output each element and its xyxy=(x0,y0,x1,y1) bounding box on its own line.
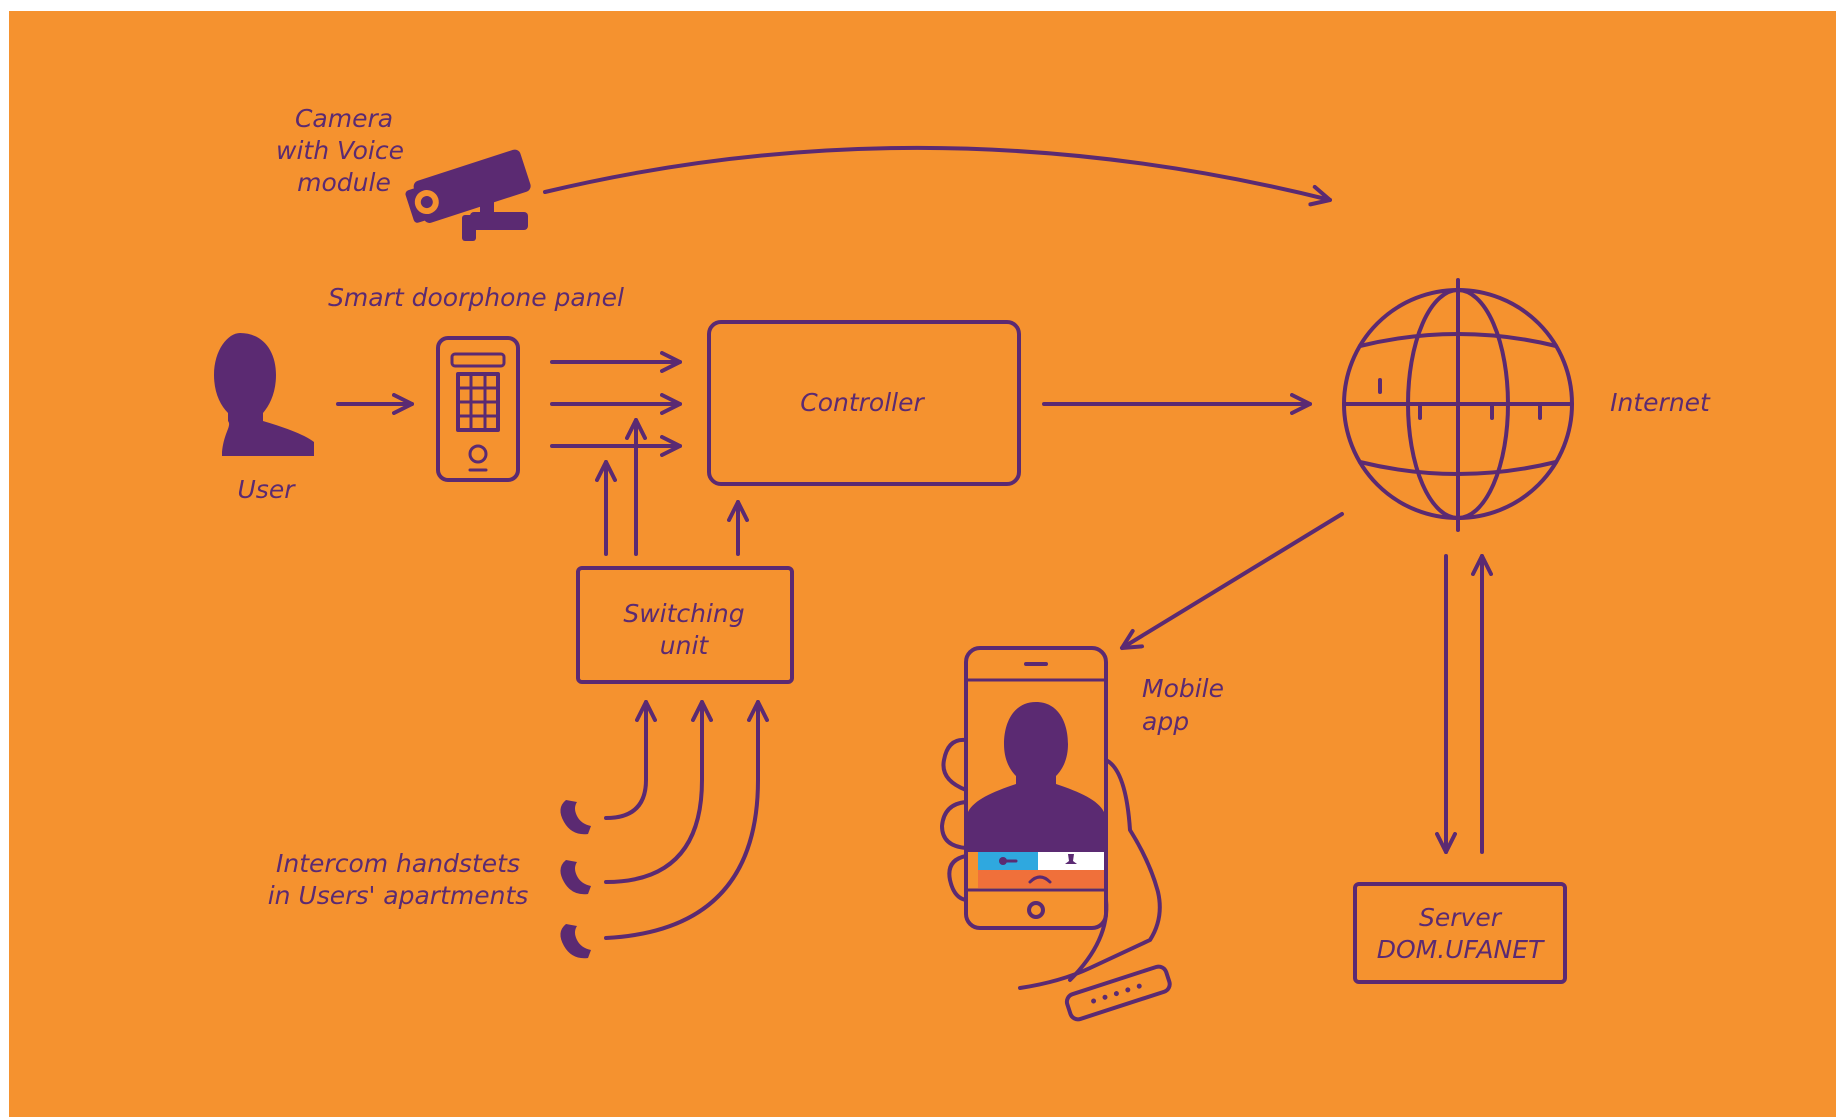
camera-label-line3: module xyxy=(297,168,391,197)
handset-curves xyxy=(604,700,769,940)
mobile-label-line1: Mobile xyxy=(1142,674,1224,703)
call-bar-orange xyxy=(978,870,1104,888)
handset-2-to-switching-arrow xyxy=(604,700,713,884)
phone-handset-icon xyxy=(560,860,591,895)
smartphone-icon xyxy=(964,646,1108,930)
internet-label: Internet xyxy=(1610,388,1711,417)
camera-icon xyxy=(405,149,531,241)
pin-icon xyxy=(1065,854,1077,864)
camera-to-internet-arrow xyxy=(543,145,1332,207)
handset-1-to-switching-arrow xyxy=(604,700,657,820)
controller-box xyxy=(707,320,1021,486)
switching-label-line2: unit xyxy=(660,631,710,660)
mobile-label-line2: app xyxy=(1142,707,1189,736)
hand-icon xyxy=(940,737,1172,1022)
handset-3-to-switching-arrow xyxy=(604,700,769,940)
phone-handset-icon xyxy=(560,924,591,959)
camera-label-line2: with Voice xyxy=(276,136,404,165)
switching-label-line1: Switching xyxy=(623,599,744,628)
user-label: User xyxy=(238,475,297,504)
panel-label: Smart doorphone panel xyxy=(328,283,624,312)
phone-handset-icon xyxy=(560,800,591,835)
camera-label-line1: Camera xyxy=(295,104,393,133)
server-label-line2: DOM.UFANET xyxy=(1377,935,1545,964)
handsets-label-line1: Intercom handstets xyxy=(276,849,520,878)
server-box xyxy=(1353,882,1567,984)
globe-icon xyxy=(1342,278,1574,532)
user-icon xyxy=(214,333,314,456)
server-label-line1: Server xyxy=(1419,903,1503,932)
handsets-label-line2: in Users' apartments xyxy=(268,881,529,910)
switching-unit-box xyxy=(576,566,794,684)
controller-label: Controller xyxy=(800,388,925,417)
camera-label: Camera with Voice module xyxy=(276,104,404,197)
diagram-background xyxy=(9,11,1836,1117)
doorphone-panel-icon xyxy=(436,336,520,482)
hangup-icon xyxy=(1028,875,1052,884)
key-icon xyxy=(999,857,1007,865)
internet-to-mobile-arrow xyxy=(1120,512,1344,650)
